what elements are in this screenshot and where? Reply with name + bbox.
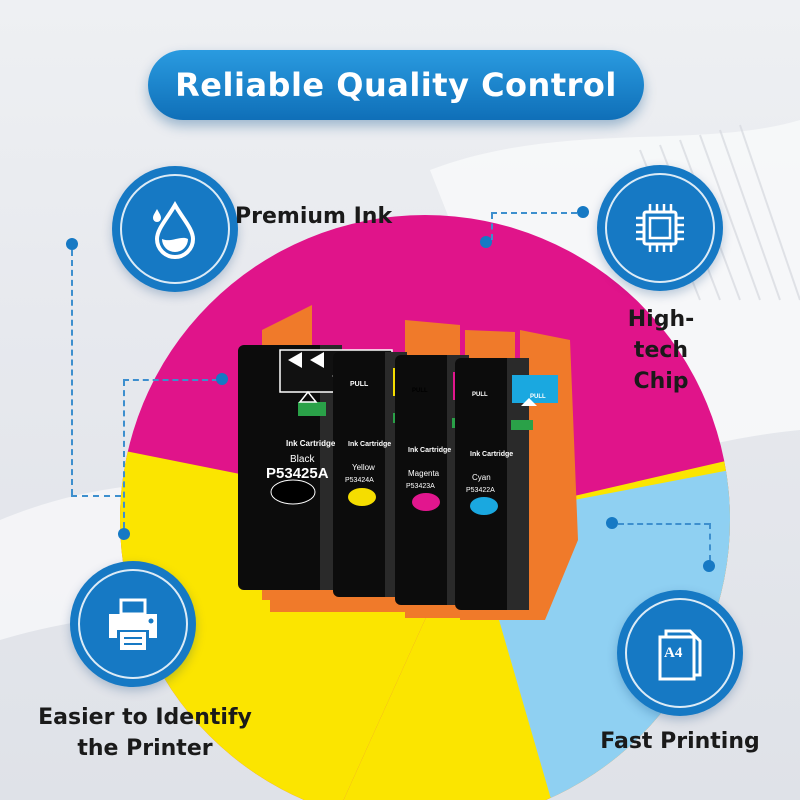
printer-icon <box>109 598 157 650</box>
cartridge-cyan <box>455 330 578 620</box>
cartridge-cyan-color: Cyan <box>472 473 491 482</box>
feature-label-easier-identify: Easier to Identify the Printer <box>30 702 260 764</box>
connector-dot <box>216 373 228 385</box>
page-title: Reliable Quality Control <box>175 66 617 104</box>
high-tech-chip-badge <box>597 165 723 291</box>
connector-line <box>123 380 125 528</box>
connector-line <box>491 212 577 214</box>
cartridge-black-pull: PULL <box>350 381 369 388</box>
connector-dot <box>606 517 618 529</box>
connector-line <box>71 495 121 497</box>
printer-badge <box>70 561 196 687</box>
title-banner: Reliable Quality Control <box>148 50 644 120</box>
cartridge-yellow-ink-label: Ink Cartridge <box>348 441 391 448</box>
connector-dot <box>118 528 130 540</box>
feature-label-premium-ink: Premium Ink <box>235 204 393 229</box>
cartridge-magenta-pull: PULL <box>472 392 488 398</box>
connector-line <box>618 523 710 525</box>
feature-label-high-tech-chip: High-tech Chip <box>606 304 716 397</box>
connector-line <box>491 213 493 240</box>
feature-label-easier-identify-text: Easier to Identify the Printer <box>38 705 252 761</box>
ink-drop-icon <box>153 200 196 259</box>
connector-line <box>123 379 218 381</box>
connector-dot <box>480 236 492 248</box>
feature-label-high-tech-chip-text: High-tech Chip <box>627 307 695 394</box>
premium-ink-badge <box>112 166 238 292</box>
connector-dot <box>66 238 78 250</box>
feature-label-fast-printing: Fast Printing <box>600 729 760 754</box>
a4-text: A4 <box>664 645 683 661</box>
cartridge-yellow-code: P53424A <box>345 477 374 484</box>
connector-dot <box>577 206 589 218</box>
connector-dot <box>703 560 715 572</box>
cartridge-yellow-pull: PULL <box>412 388 428 394</box>
cartridge-black-code: P53425A <box>266 465 329 482</box>
chip-icon <box>636 204 684 252</box>
a4-paper-icon: A4 <box>658 629 702 681</box>
fast-printing-badge: A4 <box>617 590 743 716</box>
cartridge-magenta-color: Magenta <box>408 469 440 478</box>
cartridge-magenta-code: P53423A <box>406 483 435 490</box>
cartridge-yellow-color: Yellow <box>352 463 375 472</box>
connector-line <box>709 523 711 561</box>
cartridge-black-color: Black <box>290 454 315 465</box>
connector-line <box>71 250 73 495</box>
cartridge-cyan-ink-label: Ink Cartridge <box>470 451 513 458</box>
cartridge-cyan-code: P53422A <box>466 487 495 494</box>
cartridge-black-ink-label: Ink Cartridge <box>286 439 336 448</box>
cartridge-magenta-ink-label: Ink Cartridge <box>408 447 451 454</box>
cartridge-cyan-pull: PULL <box>530 394 546 400</box>
